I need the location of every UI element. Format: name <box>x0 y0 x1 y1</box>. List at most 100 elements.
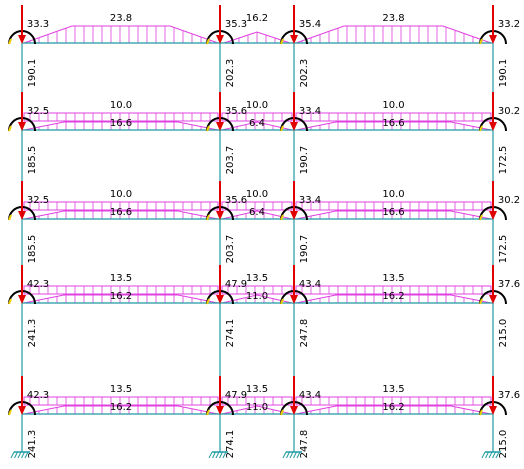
floor3-span3-uniform-load-outline <box>295 285 492 295</box>
roof-span3-load <box>295 25 492 44</box>
support-hatch <box>492 451 496 459</box>
floor2-span2-triangular-load-outline <box>221 210 293 220</box>
reaction-arrow-head <box>216 35 224 44</box>
reaction-arrow-head <box>489 211 497 220</box>
span-load-bottom-label: 16.6 <box>382 207 404 218</box>
moment-arc-accent <box>479 298 483 305</box>
support-hatch <box>282 451 287 459</box>
floor1-span3-uniform-load <box>295 112 492 122</box>
reaction-arrow-head <box>489 122 497 131</box>
column-axial-label: 202.3 <box>225 59 236 88</box>
support-hatch <box>286 451 290 459</box>
moment-arc-accent <box>8 409 12 416</box>
reaction-arrow-head <box>489 406 497 415</box>
joint-f4-c2 <box>206 265 234 305</box>
moment-arc-accent <box>479 214 483 221</box>
roof-span3-load-outline <box>295 25 492 44</box>
column-axial-label: 203.7 <box>225 146 236 175</box>
floor3-span1-uniform-load <box>23 285 219 295</box>
floor3-span2-uniform-load <box>221 285 293 295</box>
moment-arc-accent <box>8 38 12 45</box>
floor2-span2-uniform-load <box>221 201 293 211</box>
span-load-bottom-label: 11.0 <box>246 402 268 413</box>
supports-layer <box>10 451 501 459</box>
column-axial-label: 247.8 <box>299 319 310 348</box>
span-load-top-label: 16.2 <box>246 13 268 24</box>
joint-f1-c2 <box>206 5 234 45</box>
column-axial-label: 185.5 <box>27 235 38 264</box>
reaction-arrow-head <box>18 211 26 220</box>
moment-arc-accent <box>206 38 210 45</box>
support-hatch <box>219 451 223 459</box>
moment-arc-accent <box>479 38 483 45</box>
floor4-span2-uniform-load-outline <box>221 396 293 406</box>
joint-moment-label: 37.6 <box>498 390 520 401</box>
joint-moment-label: 47.9 <box>225 279 247 290</box>
floor2-span3-trapezoid-load-outline <box>295 210 492 220</box>
floor4-span1-trapezoid-load-outline <box>23 405 219 415</box>
floor1-span2-uniform-load-outline <box>221 112 293 122</box>
joint-symbols-layer <box>8 5 507 416</box>
span-load-top-label: 10.0 <box>382 100 404 111</box>
fixed-support-4 <box>481 451 501 459</box>
joint-moment-label: 30.2 <box>498 106 520 117</box>
moment-arc-accent <box>479 409 483 416</box>
support-hatch <box>296 451 301 459</box>
span-load-top-label: 23.8 <box>110 13 132 24</box>
floor2-span3-uniform-load-outline <box>295 201 492 211</box>
span-load-top-label: 10.0 <box>246 189 268 200</box>
joint-f1-c1 <box>8 5 36 45</box>
span-load-bottom-label: 16.6 <box>110 207 132 218</box>
joint-moment-label: 43.4 <box>299 390 321 401</box>
reaction-arrow-head <box>18 295 26 304</box>
support-hatch <box>208 451 213 459</box>
reaction-arrow-head <box>216 211 224 220</box>
reaction-arrow-head <box>290 122 298 131</box>
column-axial-label: 241.3 <box>27 430 38 459</box>
span-load-bottom-label: 16.6 <box>382 118 404 129</box>
span-load-bottom-label: 16.2 <box>382 402 404 413</box>
moment-arc-accent <box>206 214 210 221</box>
floor3-span3-uniform-load <box>295 285 492 295</box>
support-hatch <box>485 451 489 459</box>
support-hatch <box>222 451 227 459</box>
span-load-bottom-label: 16.2 <box>110 402 132 413</box>
column-axial-label: 185.5 <box>27 146 38 175</box>
joint-f2-c3 <box>280 92 308 132</box>
joint-moment-label: 35.4 <box>299 19 321 30</box>
moment-arc-accent <box>479 125 483 132</box>
joint-f5-c1 <box>8 376 36 416</box>
reaction-arrow-head <box>18 35 26 44</box>
reaction-arrow-head <box>216 122 224 131</box>
span-load-top-label: 13.5 <box>382 384 404 395</box>
floor3-span2-triangular-load-outline <box>221 294 293 304</box>
column-axial-label: 274.1 <box>225 319 236 348</box>
span-load-bottom-label: 6.4 <box>249 118 265 129</box>
moment-arc-accent <box>8 125 12 132</box>
reaction-arrow-head <box>290 211 298 220</box>
span-load-top-label: 10.0 <box>246 100 268 111</box>
support-hatch <box>10 451 15 459</box>
floor3-span1-trapezoid-load-outline <box>23 294 219 304</box>
support-hatch <box>14 451 18 459</box>
joint-f4-c1 <box>8 265 36 305</box>
joint-moment-label: 35.6 <box>225 106 247 117</box>
joint-f5-c3 <box>280 376 308 416</box>
floor1-span2-triangular-load-outline <box>221 121 293 131</box>
support-hatch <box>215 451 220 459</box>
joint-moment-label: 35.3 <box>225 19 247 30</box>
joint-moment-label: 33.4 <box>299 195 321 206</box>
reaction-arrow-head <box>489 295 497 304</box>
floor1-span1-trapezoid-load-outline <box>23 121 219 131</box>
joint-moment-label: 33.2 <box>498 19 520 30</box>
column-axial-label: 172.5 <box>498 235 509 264</box>
span-load-top-label: 10.0 <box>382 189 404 200</box>
floor1-span3-uniform-load-outline <box>295 112 492 122</box>
span-load-top-label: 13.5 <box>382 273 404 284</box>
roof-span2-load <box>223 31 291 44</box>
column-axial-label: 190.1 <box>498 59 509 88</box>
floor4-span2-uniform-load <box>221 396 293 406</box>
floor3-span3-trapezoid-load-outline <box>295 294 492 304</box>
span-load-bottom-label: 11.0 <box>246 291 268 302</box>
span-load-top-label: 13.5 <box>246 384 268 395</box>
